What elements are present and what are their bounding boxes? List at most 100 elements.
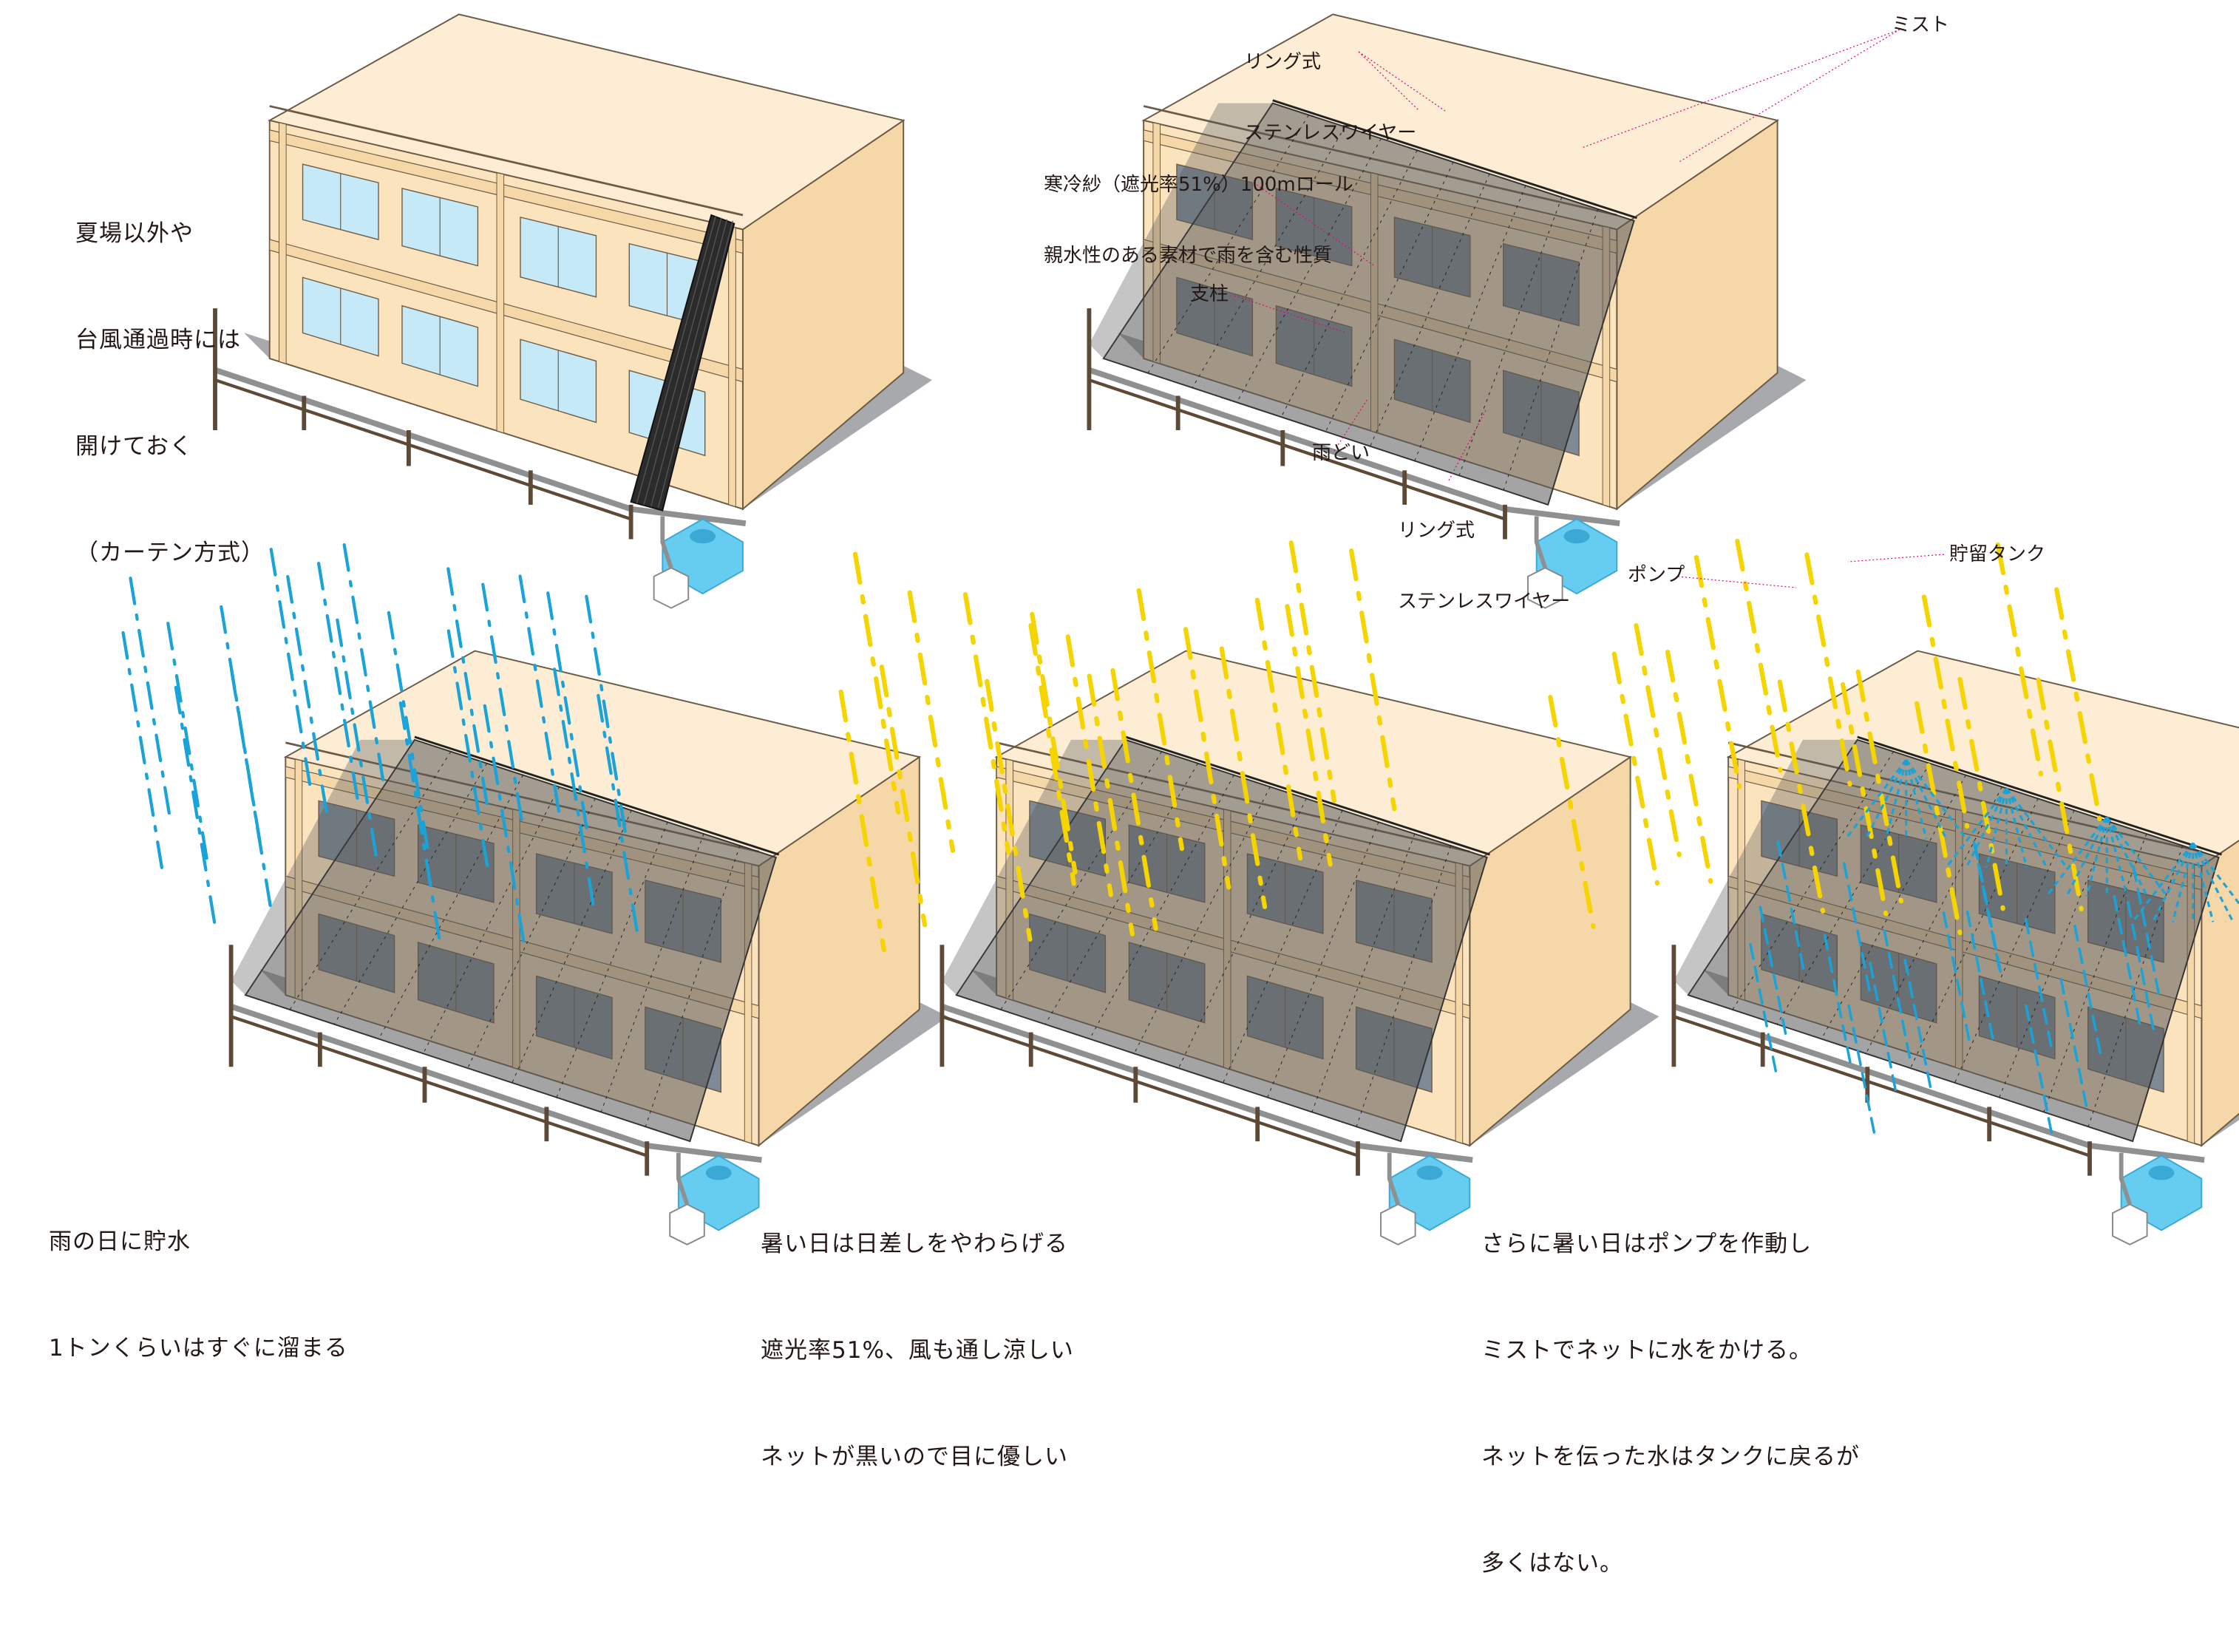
sun-ray — [1735, 538, 1783, 773]
panel-components — [1087, 13, 1807, 609]
sun-ray — [1285, 604, 1333, 867]
sun-ray — [962, 592, 1011, 855]
rain-streak — [546, 591, 590, 839]
net-fold — [1044, 763, 1198, 1025]
fence-rail — [1673, 1015, 2090, 1158]
mist-spray — [1945, 787, 2008, 869]
sun-ray — [1921, 594, 1970, 829]
sun-ray — [1254, 597, 1303, 861]
mist-spray — [2005, 787, 2068, 869]
floor-band — [269, 129, 744, 254]
mist-spray — [2151, 842, 2195, 922]
sun-ray — [1183, 627, 1231, 890]
mist-spray — [2106, 816, 2168, 897]
label-line: リング式 — [1398, 520, 1475, 542]
sun-ray — [1693, 554, 1742, 789]
rain-streak — [2113, 895, 2141, 1027]
caption-line: ネットを伝った水はタンクに戻るが — [1481, 1444, 1860, 1470]
drain-pipe — [660, 516, 673, 569]
tank-cap — [690, 528, 716, 544]
mist-spray — [1905, 759, 1928, 840]
caption-line: 多くはない。 — [1481, 1550, 1623, 1577]
column — [279, 122, 287, 364]
mist-spray — [2105, 817, 2128, 897]
caption-sun: 暑い日は日差しをやわらげる 遮光率51%、風も通し涼しい ネットが黒いので目に優… — [761, 1155, 1074, 1546]
caption-line: 1トンくらいはすぐに溜まる — [49, 1335, 348, 1362]
label-wire-bottom: リング式 ステンレスワイヤー — [1398, 472, 1570, 661]
panel-rain — [121, 543, 948, 1245]
drain-pipe — [676, 1152, 690, 1206]
label-line: 親水性のある素材で雨を含む性質 — [1044, 245, 1333, 267]
shade-net — [244, 738, 778, 1143]
rain-streak — [121, 630, 165, 878]
rain-streak — [446, 629, 491, 877]
rain-streak — [1759, 905, 1787, 1038]
sun-ray — [1840, 681, 1889, 917]
rain-streak — [1883, 929, 1912, 1061]
sun-ray — [2036, 677, 2084, 912]
rain-streak — [518, 574, 563, 822]
label-net: 寒冷紗（遮光率51%）100mロール 親水性のある素材で雨を含む性質 — [1044, 126, 1353, 315]
caption-rain: 雨の日に貯水 1トンくらいはすぐに溜まる — [49, 1153, 348, 1437]
rain-streak — [230, 669, 273, 917]
rain-streak — [286, 574, 330, 823]
rain-streak — [2025, 1005, 2053, 1137]
fence-rail — [230, 1015, 648, 1158]
pump — [2112, 1203, 2148, 1245]
mist-spray — [1844, 759, 1907, 840]
rain-streak — [1869, 962, 1897, 1094]
caption-line: 夏場以外や — [75, 220, 194, 247]
rain-streak — [1942, 911, 1971, 1044]
label-mist: ミスト — [1892, 14, 1950, 36]
label-line: リング式 — [1244, 51, 1322, 73]
fence-rail — [1088, 378, 1506, 521]
panel-open — [213, 13, 932, 609]
net-fold — [1147, 115, 1310, 374]
floor-band — [269, 239, 744, 383]
sun-ray — [1110, 668, 1158, 931]
drain-pipe — [1534, 516, 1548, 569]
leader-line — [1358, 51, 1420, 112]
caption-mist: さらに暑い日はポンプを作動し ミストでネットに水をかける。 ネットを伝った水はタ… — [1481, 1155, 1860, 1652]
sun-ray — [1028, 623, 1076, 886]
label-line: ステンレスワイヤー — [1398, 591, 1571, 613]
fence-rail — [214, 378, 632, 521]
sun-ray — [1855, 669, 1904, 904]
column — [728, 225, 736, 508]
leader-line — [1234, 295, 1346, 333]
rain-streak — [2132, 865, 2161, 997]
mist-spray — [2105, 816, 2148, 897]
label-wire-top: リング式 ステンレスワイヤー — [1244, 3, 1416, 192]
sun-ray — [879, 664, 928, 928]
rain-streak — [398, 701, 443, 949]
roll-fold — [657, 220, 733, 508]
mist-spray — [2192, 842, 2235, 922]
sun-ray — [852, 551, 901, 815]
illustration-canvas — [121, 13, 2239, 1245]
mist-spray — [2045, 816, 2108, 897]
mist-spray — [1864, 759, 1908, 840]
rain-streak — [2059, 977, 2088, 1110]
caption-line: ネットが黒いので目に優しい — [761, 1444, 1068, 1470]
top-wire — [1857, 735, 2222, 856]
pump — [669, 1203, 705, 1245]
shade-net — [1102, 102, 1635, 506]
rain-streak — [1823, 934, 1852, 1066]
leader-line — [1677, 29, 1900, 163]
mist-spray — [1885, 759, 1908, 840]
sun-ray — [985, 679, 1033, 942]
mist-spray — [2065, 816, 2108, 897]
label-tank: 貯留タンク — [1949, 543, 2046, 565]
pump — [1380, 1203, 1416, 1245]
rain-streak — [269, 548, 313, 795]
leader-line — [1581, 29, 1900, 149]
rain-streak — [481, 582, 525, 830]
caption-line: 遮光率51%、風も通し涼しい — [761, 1337, 1074, 1364]
rain-streak — [2127, 901, 2155, 1033]
net-fold — [289, 751, 452, 1010]
tank-cap — [1416, 1166, 1443, 1180]
mist-spray — [1965, 788, 2008, 869]
top-wire — [414, 735, 780, 856]
leader-line — [1256, 184, 1376, 267]
drain-pipe — [2119, 1152, 2133, 1206]
